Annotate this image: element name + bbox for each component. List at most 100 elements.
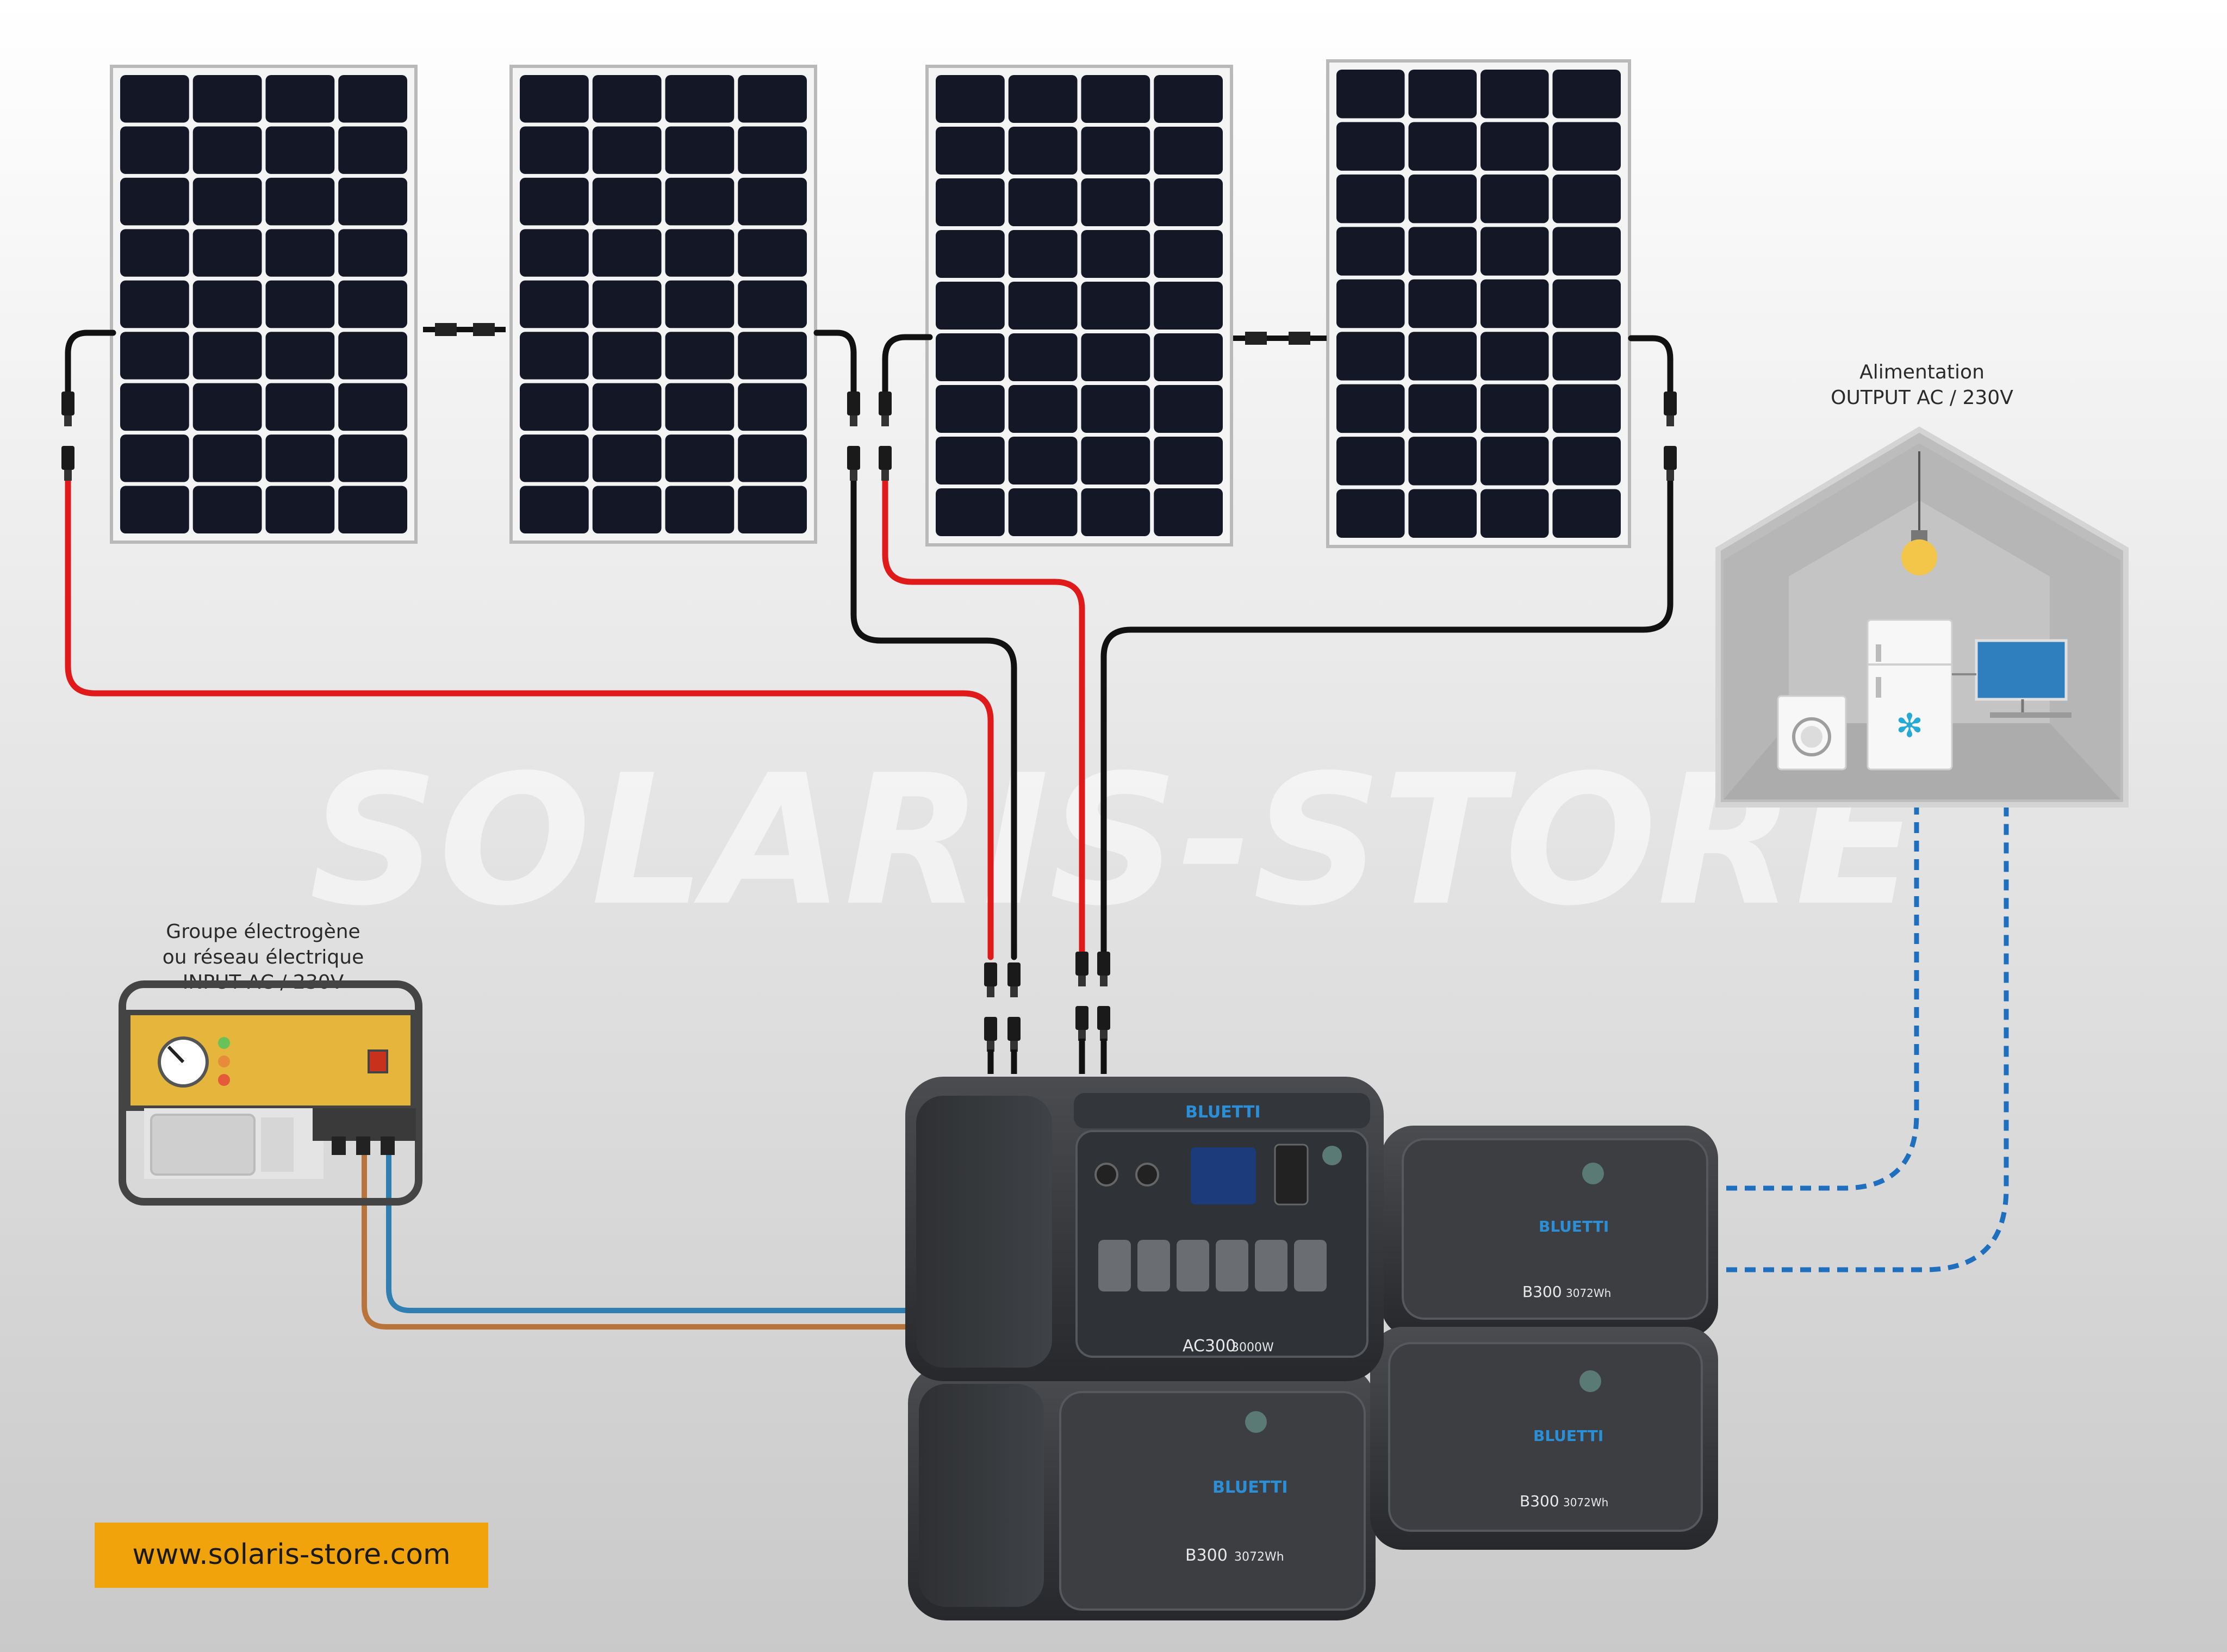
b300-rating-label: 3072Wh <box>1234 1550 1284 1564</box>
solar-cell <box>592 434 662 482</box>
solar-cell <box>1081 333 1150 381</box>
solar-cell <box>120 75 189 123</box>
solar-cell <box>665 486 735 533</box>
solar-cell <box>936 385 1005 433</box>
solar-cell <box>665 75 735 123</box>
solar-cell <box>1336 384 1405 433</box>
solar-cell <box>1154 127 1223 175</box>
solar-cell <box>1008 282 1078 330</box>
solar-cell <box>1480 122 1549 171</box>
solar-cell <box>338 332 407 380</box>
fridge-icon: ✻ <box>1867 619 1953 771</box>
solar-cell <box>665 332 735 380</box>
solar-cell <box>1552 70 1621 119</box>
solar-cell <box>1336 70 1405 119</box>
solar-cell <box>738 75 807 123</box>
solar-cell <box>338 177 407 226</box>
solar-cell <box>1008 230 1078 278</box>
b300-rating-label: 3072Wh <box>1563 1496 1608 1509</box>
solar-cell <box>936 333 1005 381</box>
solar-cell <box>665 434 735 482</box>
solar-cell <box>1154 178 1223 226</box>
solar-cell <box>120 332 189 380</box>
solar-cell <box>1408 70 1477 119</box>
b300-model-label: B300 <box>1185 1546 1228 1565</box>
solar-cell <box>192 126 262 174</box>
cable-red-left <box>65 470 994 960</box>
solar-cell <box>738 434 807 482</box>
solar-cell <box>265 486 335 533</box>
solar-cell <box>265 434 335 482</box>
solar-cell <box>1154 75 1223 123</box>
solar-cell <box>192 75 262 123</box>
screen <box>1191 1147 1256 1204</box>
solar-cell <box>738 229 807 277</box>
solar-cell <box>1480 227 1549 276</box>
solar-cell <box>1081 127 1150 175</box>
solar-cell <box>192 486 262 533</box>
generator-caption-line1: Groupe électrogène <box>166 921 360 943</box>
footer-url-badge[interactable]: www.solaris-store.com <box>95 1523 488 1588</box>
solar-cell <box>1154 333 1223 381</box>
solar-cell <box>520 177 589 226</box>
solar-cell <box>1008 127 1078 175</box>
solar-cell <box>936 230 1005 278</box>
b300-battery-top-right: BLUETTI B300 3072Wh <box>1381 1126 1718 1338</box>
generator-caption-line2: ou réseau électrique <box>163 946 364 968</box>
solar-cell <box>665 126 735 174</box>
cable-black-center <box>850 470 1017 960</box>
ac-outlets <box>1098 1240 1327 1291</box>
solar-cell <box>338 434 407 482</box>
brand-label: BLUETTI <box>1533 1427 1603 1445</box>
solar-cell <box>265 332 335 380</box>
solar-cell <box>936 488 1005 536</box>
solar-cell <box>520 75 589 123</box>
solar-cell <box>338 229 407 277</box>
solar-cell <box>265 383 335 431</box>
solar-cell <box>1552 332 1621 381</box>
solar-cell <box>592 383 662 431</box>
solar-cell <box>1081 437 1150 485</box>
solar-cell <box>1081 282 1150 330</box>
solar-cell <box>1408 227 1477 276</box>
solar-cell <box>1154 282 1223 330</box>
tv-icon <box>1975 639 2072 718</box>
solar-cell <box>192 434 262 482</box>
ac-output-lines <box>1726 691 2009 1272</box>
solar-cell <box>738 383 807 431</box>
solar-panel-4 <box>1326 59 1631 548</box>
solar-cell <box>738 177 807 226</box>
cable-red-center <box>882 470 1085 960</box>
solar-cell <box>1480 332 1549 381</box>
solar-cell <box>265 280 335 328</box>
solar-cell <box>1008 385 1078 433</box>
solar-cell <box>592 486 662 533</box>
footer-url[interactable]: www.solaris-store.com <box>132 1538 450 1571</box>
solar-cell <box>1336 174 1405 223</box>
light-bulb-icon <box>1901 530 1937 575</box>
solar-cell <box>520 332 589 380</box>
solar-cell <box>120 280 189 328</box>
solar-cell <box>1552 279 1621 328</box>
solar-cell <box>120 434 189 482</box>
solar-cell <box>1480 174 1549 223</box>
solar-cell <box>265 177 335 226</box>
solar-cell <box>192 332 262 380</box>
solar-cell <box>1336 227 1405 276</box>
solar-cell <box>338 280 407 328</box>
ac300-inverter: BLUETTI AC300 3000W <box>905 1077 1384 1381</box>
watermark: SOLARIS-STORE <box>309 736 1918 945</box>
brand-label: BLUETTI <box>1185 1103 1261 1122</box>
solar-cell <box>1154 385 1223 433</box>
solar-cell <box>1408 489 1477 538</box>
solar-cell <box>120 177 189 226</box>
solar-cell <box>120 383 189 431</box>
brand-label: BLUETTI <box>1539 1218 1609 1235</box>
solar-cell <box>1008 178 1078 226</box>
solar-cell <box>738 280 807 328</box>
solar-cell <box>1081 178 1150 226</box>
solar-panels <box>110 59 1631 548</box>
b300-model-label: B300 <box>1522 1283 1562 1301</box>
solar-cell <box>192 280 262 328</box>
